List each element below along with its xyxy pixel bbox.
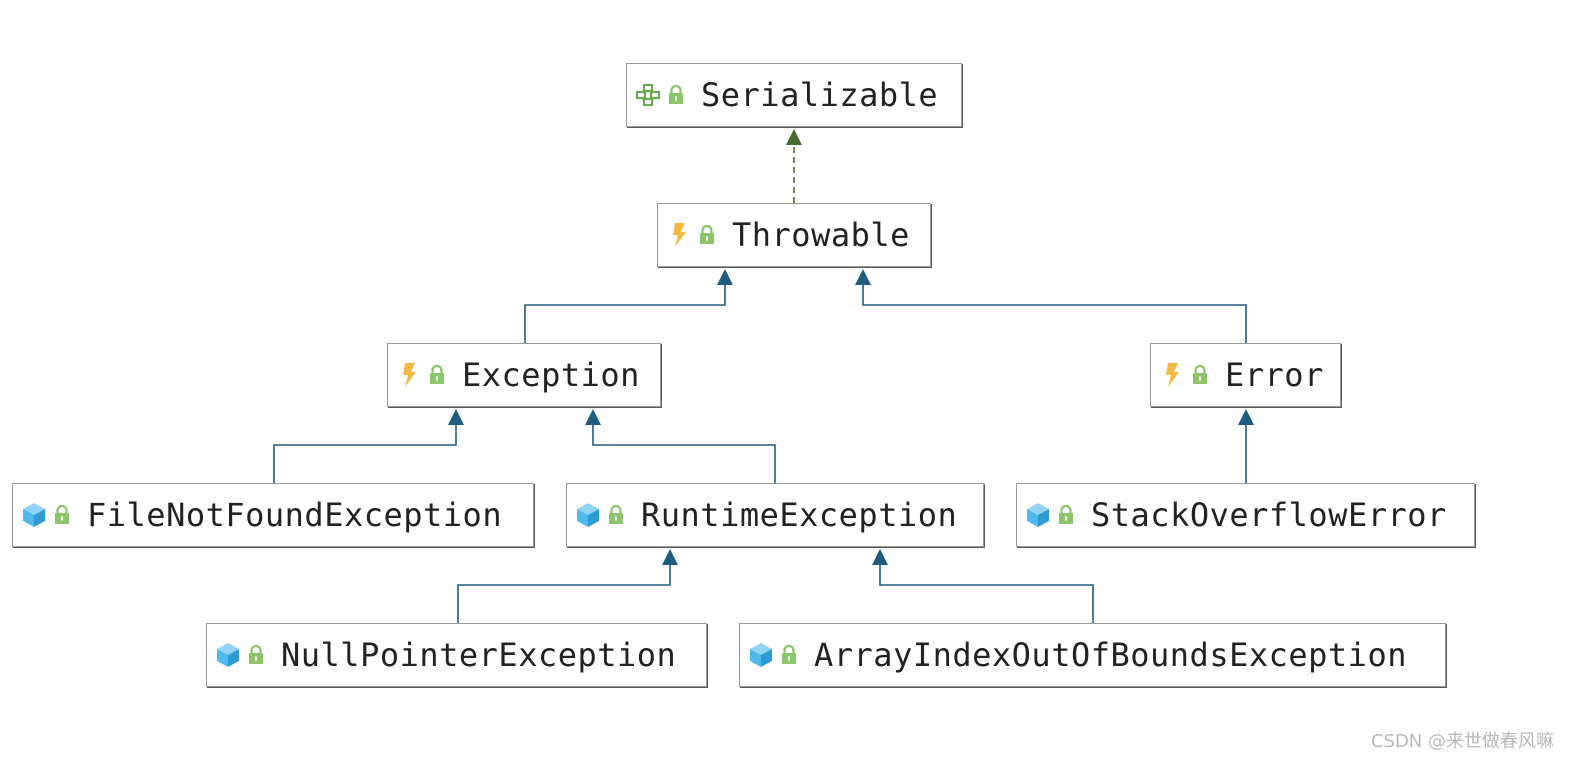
class-node-stackoverflow[interactable]: StackOverflowError [1016,483,1475,547]
class-icon [575,502,601,528]
class-name-label: ArrayIndexOutOfBoundsException [814,636,1407,674]
edge-line [457,565,671,623]
class-node-runtime[interactable]: RuntimeException [566,483,984,547]
class-node-exception[interactable]: Exception [387,343,661,407]
arrow-head [872,549,888,565]
edge-runtime-to-exception [585,409,776,483]
lock-icon [426,362,448,388]
arrow-head [717,269,733,285]
edge-line [592,425,776,483]
lock-icon [605,502,627,528]
edge-error-to-throwable [855,269,1247,343]
edge-throwable-to-serializable [786,129,802,203]
class-icon [215,642,241,668]
lock-icon [778,642,800,668]
arrow-head [585,409,601,425]
throwable-icon [1159,362,1185,388]
class-node-nullpointer[interactable]: NullPointerException [206,623,707,687]
edge-arrayindex-to-runtime [872,549,1094,623]
class-name-label: Error [1225,356,1324,394]
lock-icon [245,642,267,668]
edge-line [879,565,1094,623]
class-name-label: RuntimeException [641,496,958,534]
watermark: CSDN @来世做春风嘛 [1370,731,1554,752]
class-node-error[interactable]: Error [1150,343,1341,407]
lock-icon [696,222,718,248]
arrow-head [855,269,871,285]
throwable-icon [396,362,422,388]
lock-icon [1189,362,1211,388]
class-icon [748,642,774,668]
arrow-head [448,409,464,425]
edge-exception-to-throwable [524,269,733,343]
lock-icon [1055,502,1077,528]
class-name-label: Throwable [732,216,910,254]
class-node-throwable[interactable]: Throwable [657,203,931,267]
class-name-label: StackOverflowError [1091,496,1447,534]
class-name-label: NullPointerException [281,636,677,674]
class-name-label: Serializable [701,76,939,114]
arrow-head [1238,409,1254,425]
class-name-label: FileNotFoundException [87,496,503,534]
edge-line [524,285,726,343]
class-node-filenotfound[interactable]: FileNotFoundException [12,483,534,547]
edge-stackoverflow-to-error [1238,409,1254,483]
edge-nullpointer-to-runtime [457,549,678,623]
arrow-head [662,549,678,565]
throwable-icon [666,222,692,248]
interface-icon [635,82,661,108]
arrow-head [786,129,802,145]
class-icon [1025,502,1051,528]
class-name-label: Exception [462,356,640,394]
class-icon [21,502,47,528]
edge-line [273,425,457,483]
class-node-arrayindex[interactable]: ArrayIndexOutOfBoundsException [739,623,1446,687]
lock-icon [51,502,73,528]
edge-filenotfound-to-exception [273,409,464,483]
edge-line [862,285,1247,343]
lock-icon [665,82,687,108]
class-node-serializable[interactable]: Serializable [626,63,962,127]
